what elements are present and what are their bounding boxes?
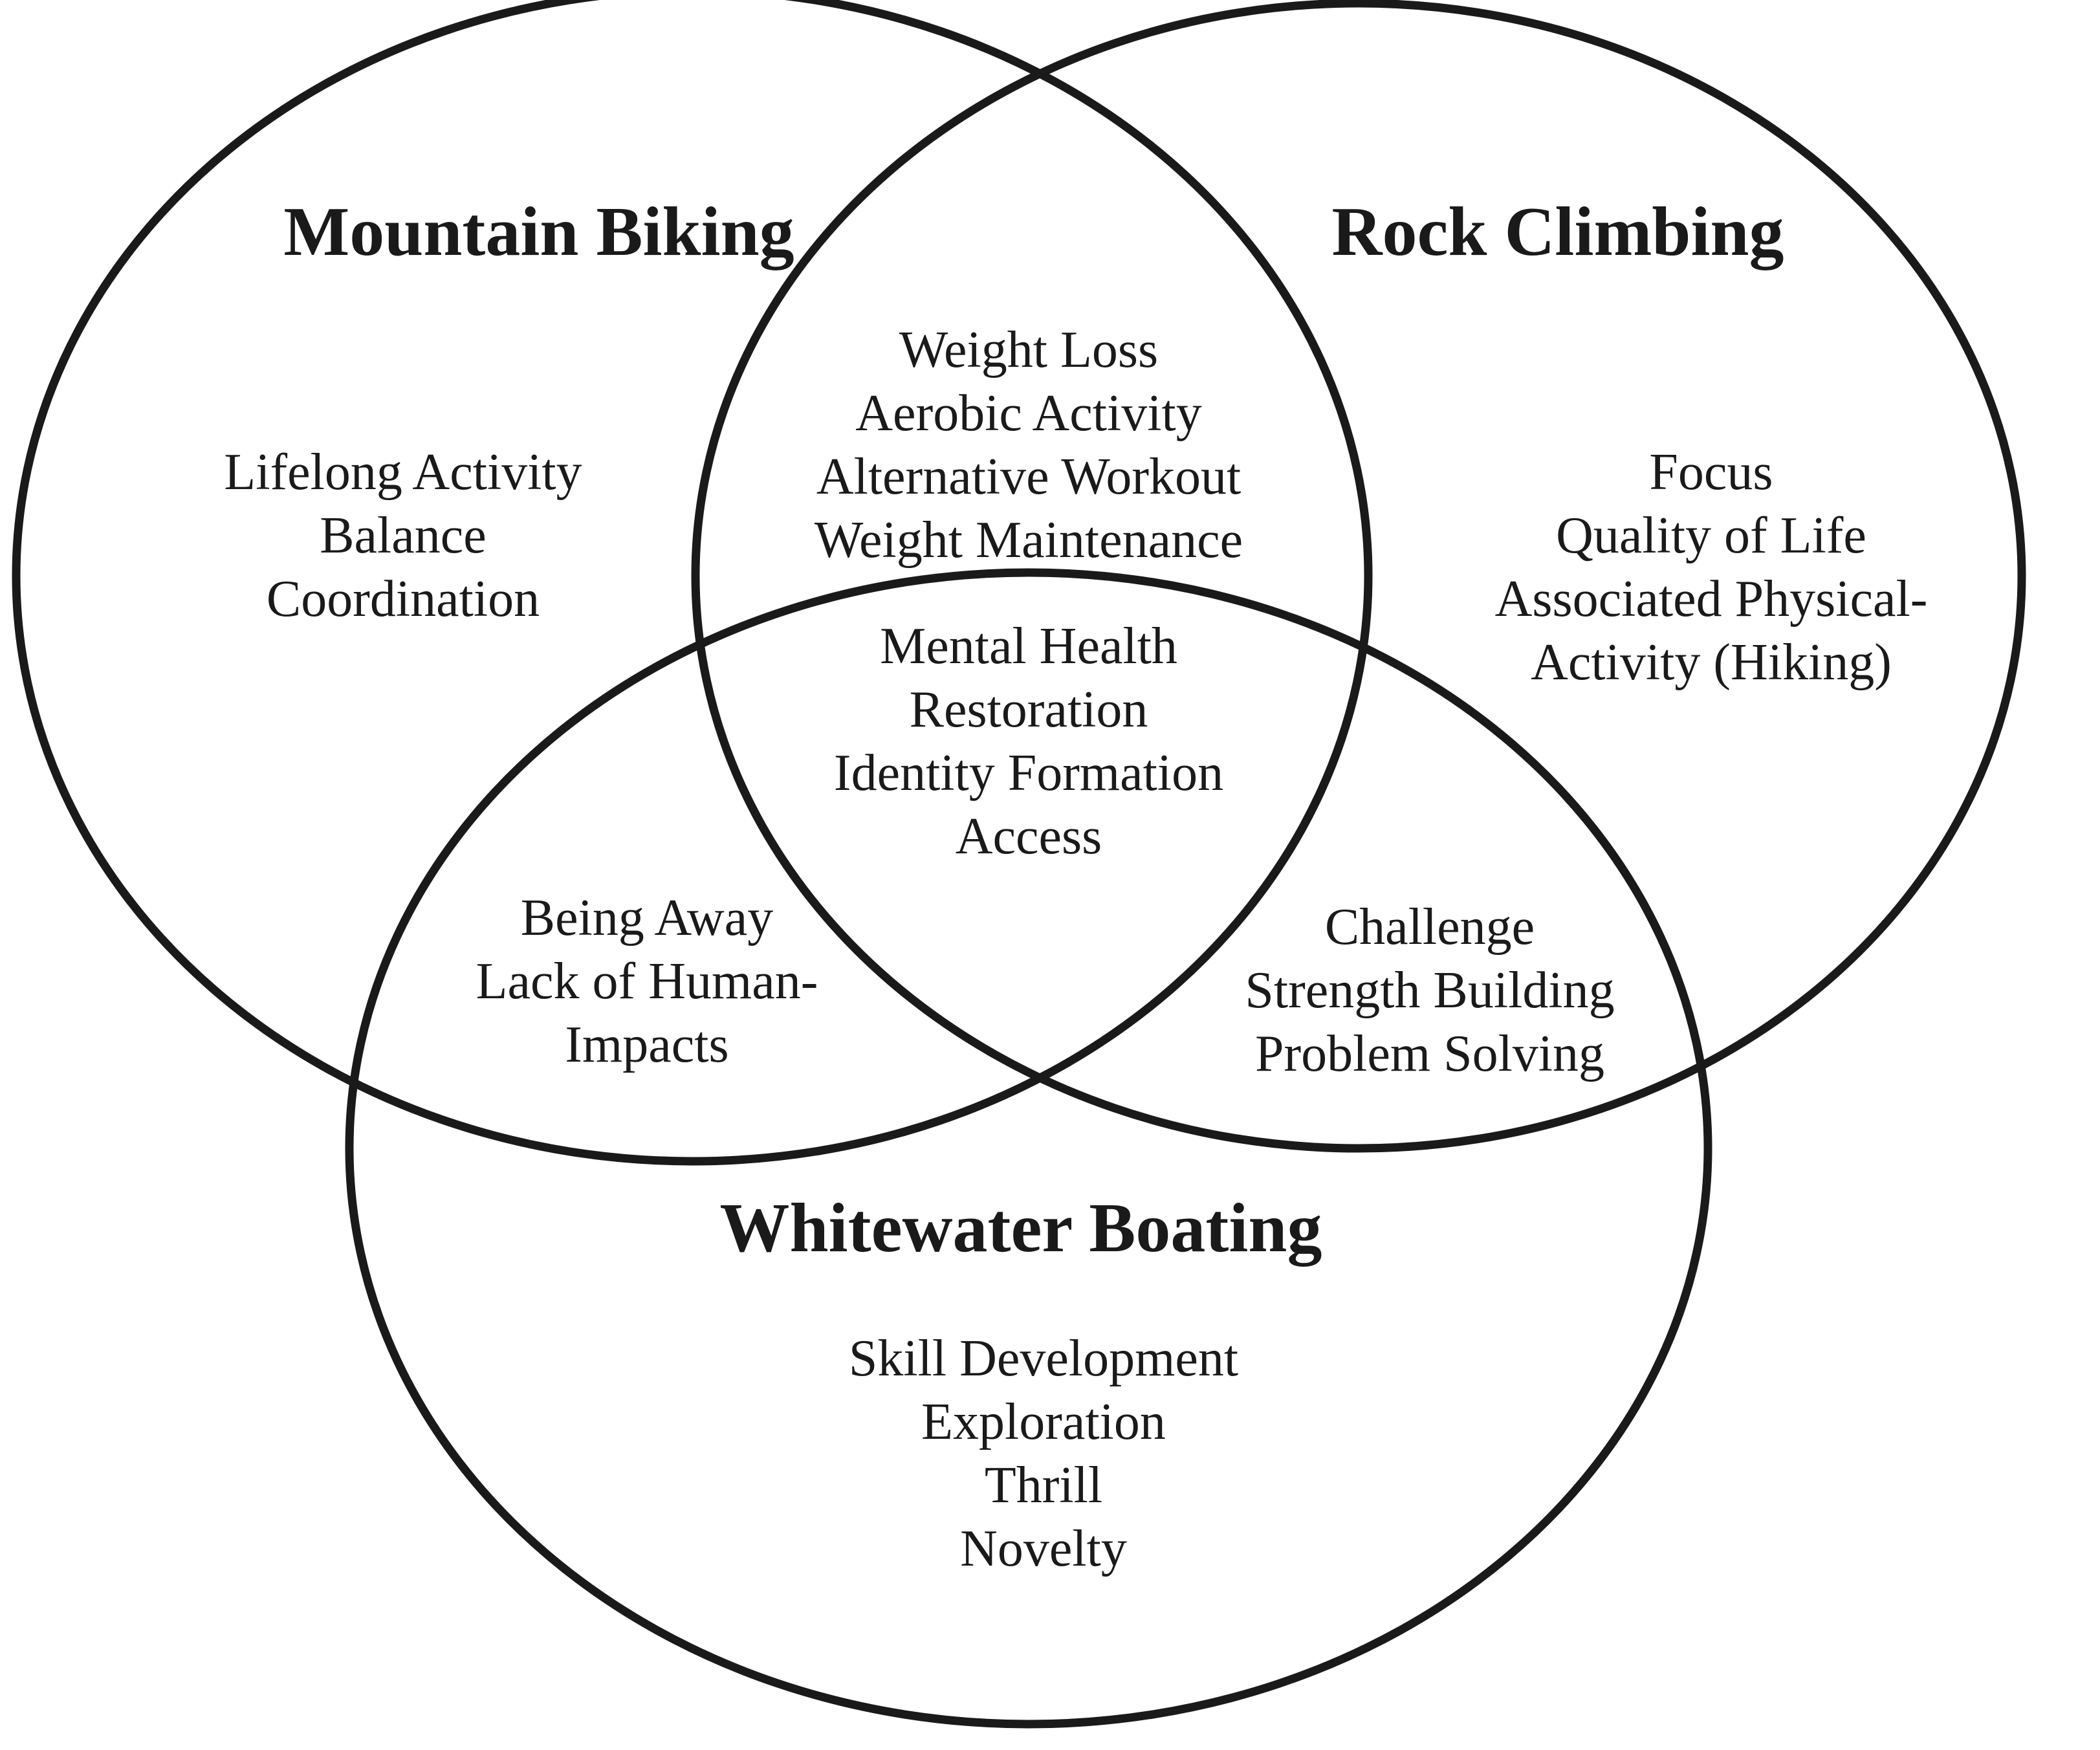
mountain-biking-only-list: Lifelong Activity Balance Coordination bbox=[224, 441, 582, 631]
list-item: Thrill bbox=[984, 1457, 1103, 1514]
list-item: Alternative Workout bbox=[816, 448, 1241, 505]
rock-climbing-only-list: Focus Quality of Life Associated Physica… bbox=[1495, 441, 1928, 694]
rock-climbing-circle bbox=[691, 0, 2026, 1153]
list-item: Challenge bbox=[1324, 899, 1535, 956]
climbing-boating-overlap-list: Challenge Strength Building Problem Solv… bbox=[1245, 895, 1614, 1086]
list-item: Lifelong Activity bbox=[224, 444, 582, 501]
list-item: Focus bbox=[1649, 444, 1773, 501]
list-item: Impacts bbox=[565, 1016, 729, 1073]
whitewater-boating-title: Whitewater Boating bbox=[719, 1190, 1322, 1267]
list-item: Activity (Hiking) bbox=[1531, 634, 1892, 691]
list-item: Associated Physical- bbox=[1494, 571, 1928, 628]
list-item: Strength Building bbox=[1245, 962, 1615, 1019]
list-item: Quality of Life bbox=[1556, 507, 1866, 564]
whitewater-boating-only-list: Skill Development Exploration Thrill Nov… bbox=[849, 1327, 1238, 1580]
list-item: Exploration bbox=[921, 1394, 1166, 1450]
all-three-overlap-list: Mental Health Restoration Identity Forma… bbox=[834, 615, 1223, 868]
list-item: Problem Solving bbox=[1254, 1025, 1605, 1082]
list-item: Weight Maintenance bbox=[814, 512, 1243, 569]
mountain-biking-circle bbox=[12, 0, 1373, 1166]
rock-climbing-title: Rock Climbing bbox=[1331, 193, 1784, 270]
list-item: Access bbox=[955, 808, 1102, 865]
list-item: Lack of Human- bbox=[476, 953, 818, 1010]
list-item: Balance bbox=[320, 507, 487, 564]
biking-boating-overlap-list: Being Away Lack of Human- Impacts bbox=[476, 886, 818, 1077]
list-item: Identity Formation bbox=[833, 745, 1224, 802]
list-item: Restoration bbox=[909, 681, 1148, 738]
list-item: Weight Loss bbox=[899, 322, 1159, 378]
list-item: Being Away bbox=[520, 890, 774, 946]
mountain-biking-title: Mountain Biking bbox=[283, 193, 794, 270]
biking-climbing-overlap-list: Weight Loss Aerobic Activity Alternative… bbox=[815, 318, 1243, 572]
list-item: Skill Development bbox=[848, 1330, 1239, 1387]
list-item: Coordination bbox=[266, 571, 540, 628]
list-item: Novelty bbox=[960, 1520, 1127, 1577]
list-item: Mental Health bbox=[880, 618, 1177, 675]
whitewater-boating-circle bbox=[345, 568, 1712, 1729]
list-item: Aerobic Activity bbox=[855, 385, 1202, 442]
